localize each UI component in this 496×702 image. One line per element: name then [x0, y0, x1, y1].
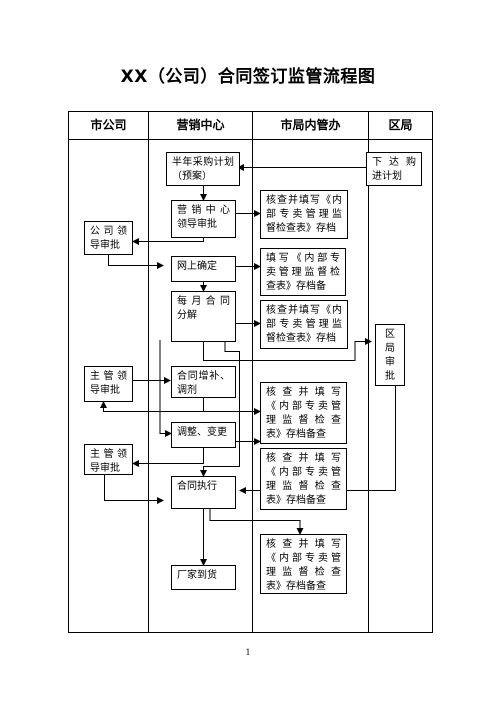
node-text-line: 导审批: [90, 463, 120, 474]
supervisor-review-box-2: 主 管 领导审批: [84, 444, 133, 475]
column-header-district-bureau: 区局: [388, 118, 413, 132]
node-text-line: 网上确定: [177, 261, 217, 272]
node-text-line: 调剂: [177, 385, 197, 396]
check-fill-form-box-5: 核 查 并 填 写《内部专卖管理 监 督 检 查表》存档备查: [260, 534, 347, 594]
contract-supplement-box: 合同增补、调剂: [171, 366, 236, 398]
check-fill-form-box-4: 核 查 并 填 写《内部专卖管理 监 督 检 查表》存档备查: [260, 448, 347, 510]
column-header-city-company: 市公司: [90, 118, 127, 132]
node-text-line: 《内部专卖管: [266, 467, 341, 478]
node-text-line: 核 查 并 填 写: [266, 387, 341, 398]
node-text-line: 《内部专卖管: [266, 553, 341, 564]
node-text-line: 公 司 领: [90, 226, 127, 237]
district-issue-plan-box: 下 达 购进计划: [366, 152, 422, 186]
node-text-line: 领导审批: [177, 219, 217, 230]
node-text-line: 区: [385, 329, 395, 340]
node-text-line: 理 监 督 检 查: [266, 481, 341, 492]
factory-arrival-box: 厂家到货: [171, 565, 236, 590]
node-text-line: 核查并填写《内: [266, 195, 342, 206]
node-text-line: 核查并填写《内: [266, 305, 342, 316]
node-text-line: 营 销 中 心: [177, 205, 230, 216]
node-text-line: 督检查表》存档: [266, 333, 336, 344]
node-text-line: 进计划: [372, 171, 402, 182]
node-text-line: 主 管 领: [90, 449, 127, 460]
node-text-line: 审: [385, 357, 395, 368]
fill-form-box: 填写《内部专卖管理监督检查表》存档备: [260, 248, 346, 296]
node-text-line: 部专卖管理监: [266, 209, 342, 220]
node-text-line: 卖管理监督检: [266, 267, 340, 278]
online-confirm-box: 网上确定: [171, 256, 236, 282]
half-year-plan-box: 半年采购计划 （预案）: [166, 152, 240, 186]
connectors: [100, 164, 396, 566]
adjust-change-box: 调整、变更: [171, 422, 236, 448]
node-text-line: 分解: [177, 310, 197, 321]
node-text-line: 每 月 合 同: [177, 296, 230, 307]
contract-execution-box: 合同执行: [171, 476, 236, 509]
node-text-line: 局: [385, 343, 395, 354]
column-header-internal-office: 市局内管办: [280, 118, 341, 132]
diagram-title: XX（公司）合同签订监管流程图: [120, 67, 376, 87]
node-text-line: 批: [385, 371, 395, 382]
node-text-line: 导审批: [90, 385, 120, 396]
node-text-line: 表》存档备查: [266, 429, 326, 440]
node-text-line: 合同执行: [177, 481, 217, 492]
node-text-line: 导审批: [90, 240, 120, 251]
swimlane-grid: [68, 111, 433, 633]
node-text-line: 下 达 购: [372, 157, 416, 168]
column-header-marketing-center: 营销中心: [176, 118, 225, 132]
company-leader-review-box: 公 司 领导审批: [84, 221, 133, 255]
node-text-line: 查表》存档备: [266, 281, 326, 292]
check-fill-form-box-1: 核查并填写《内部专卖管理监督检查表》存档: [260, 190, 348, 239]
node-text-line: 半年采购计划: [172, 157, 234, 168]
node-text-line: 核 查 并 填 写: [266, 453, 341, 464]
supervisor-review-box-1: 主 管 领导审批: [84, 366, 133, 402]
node-text-line: 厂家到货: [177, 570, 217, 581]
node-text-line: 《内部专卖管: [266, 401, 341, 412]
district-review-box: 区局审批: [375, 324, 405, 386]
node-text-line: 表》存档备查: [266, 495, 326, 506]
node-text-line: 合同增补、: [177, 371, 230, 382]
node-text-line: 督检查表》存档: [266, 223, 336, 234]
node-text-line: （预案）: [172, 171, 212, 182]
monthly-split-box: 每 月 合 同分解: [171, 291, 236, 342]
node-text-line: 主 管 领: [90, 371, 127, 382]
node-text-line: 填写《内部专: [266, 253, 340, 264]
marketing-leader-review-box: 营 销 中 心领导审批: [171, 200, 236, 238]
node-text-line: 核 查 并 填 写: [266, 539, 341, 550]
check-fill-form-box-2: 核查并填写《内部专卖管理监督检查表》存档: [260, 300, 348, 349]
node-text-line: 部专卖管理监: [266, 319, 342, 330]
check-fill-form-box-3: 核 查 并 填 写《内部专卖管理 监 督 检 查表》存档备查: [260, 382, 347, 444]
page-number: 1: [245, 648, 251, 657]
node-text-line: 表》存档备查: [266, 581, 326, 592]
node-text-line: 理 监 督 检 查: [266, 415, 341, 426]
node-text-line: 调整、变更: [177, 427, 227, 438]
node-text-line: 理 监 督 检 查: [266, 567, 341, 578]
